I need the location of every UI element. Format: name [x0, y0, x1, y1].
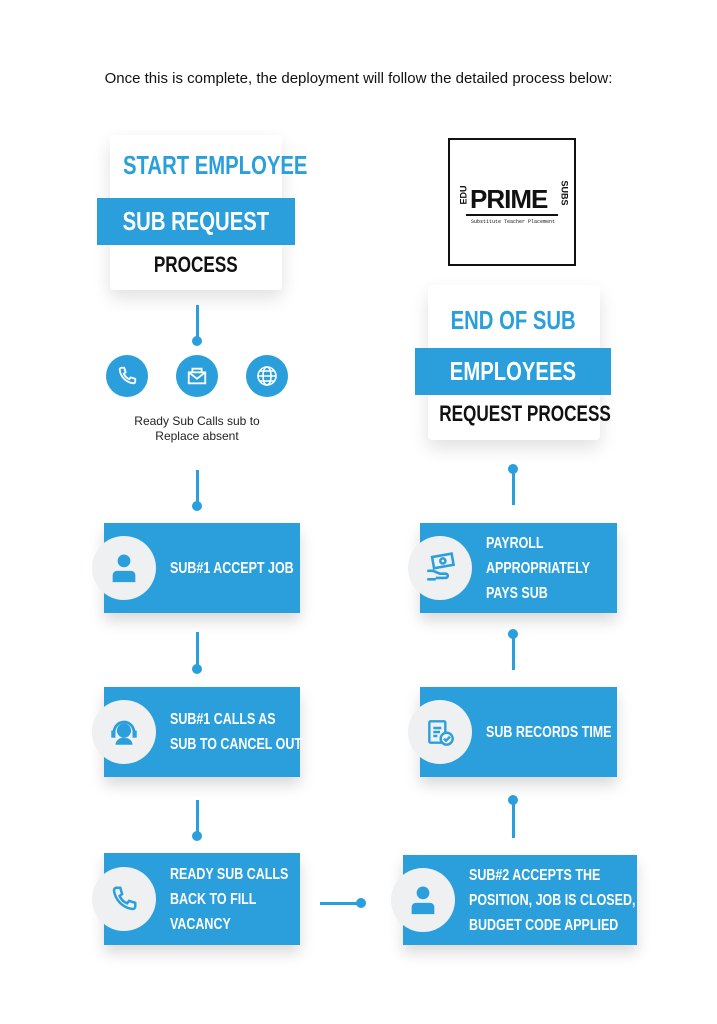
step-label: BUDGET CODE APPLIED: [469, 916, 619, 934]
step-sub1-accept: SUB#1 ACCEPT JOB: [104, 523, 300, 613]
globe-icon: [246, 355, 288, 397]
step-label: SUB#1 CALLS AS: [170, 711, 276, 728]
contact-caption-1: Ready Sub Calls sub to: [134, 414, 260, 428]
connector: [512, 801, 515, 838]
person-icon: [391, 868, 455, 932]
connector-dot: [508, 795, 518, 805]
connector: [320, 902, 360, 905]
end-title-1: END OF SUB: [450, 305, 576, 335]
connector-dot: [192, 831, 202, 841]
step-label: SUB TO CANCEL OUT: [170, 736, 302, 753]
mail-icon: [176, 355, 218, 397]
start-title-2: SUB REQUEST: [122, 206, 270, 236]
intro-text: Once this is complete, the deployment wi…: [104, 70, 613, 87]
headset-icon: [92, 700, 156, 764]
phone-icon: [106, 355, 148, 397]
start-band: SUB REQUEST: [97, 198, 295, 245]
logo-prime: PRIME: [470, 184, 548, 214]
payment-icon: [408, 536, 472, 600]
step-label: SUB#2 ACCEPTS THE: [469, 866, 601, 884]
connector-dot: [192, 664, 202, 674]
contact-caption-2: Replace absent: [155, 429, 239, 443]
connector: [512, 470, 515, 505]
connector: [196, 632, 199, 667]
end-title-3: REQUEST PROCESS: [439, 401, 611, 426]
step-label: SUB#1 ACCEPT JOB: [170, 559, 294, 577]
connector: [512, 635, 515, 670]
connector-dot: [356, 898, 366, 908]
person-icon: [92, 536, 156, 600]
logo-edu: EDU: [458, 185, 469, 205]
connector: [196, 800, 199, 835]
step-label: APPROPRIATELY: [486, 559, 591, 577]
connector-dot: [508, 464, 518, 474]
connector: [196, 470, 199, 505]
step-label: READY SUB CALLS: [170, 865, 289, 883]
step-label: VACANCY: [170, 915, 231, 933]
step-ready-sub-calls: READY SUB CALLS BACK TO FILL VACANCY: [104, 853, 300, 945]
step-label: PAYS SUB: [486, 584, 548, 602]
step-label: POSITION, JOB IS CLOSED,: [469, 891, 636, 909]
connector-dot: [192, 501, 202, 511]
end-band: EMPLOYEES: [415, 348, 611, 395]
logo-subs: SUBS: [559, 180, 570, 206]
phone-icon: [92, 867, 156, 931]
start-title-3: PROCESS: [154, 252, 238, 277]
step-label: PAYROLL: [486, 534, 544, 552]
logo-tagline: Substitute Teacher Placement: [470, 219, 555, 225]
connector-dot: [192, 336, 202, 346]
step-label: BACK TO FILL: [170, 890, 257, 908]
connector-dot: [508, 629, 518, 639]
clipboard-check-icon: [408, 700, 472, 764]
step-label: SUB RECORDS TIME: [486, 723, 612, 741]
connector: [196, 305, 199, 340]
edu-prime-subs-logo: EDU PRIME SUBS Substitute Teacher Placem…: [448, 138, 576, 266]
start-title-1: START EMPLOYEE: [123, 150, 308, 180]
end-title-2: EMPLOYEES: [449, 356, 577, 386]
